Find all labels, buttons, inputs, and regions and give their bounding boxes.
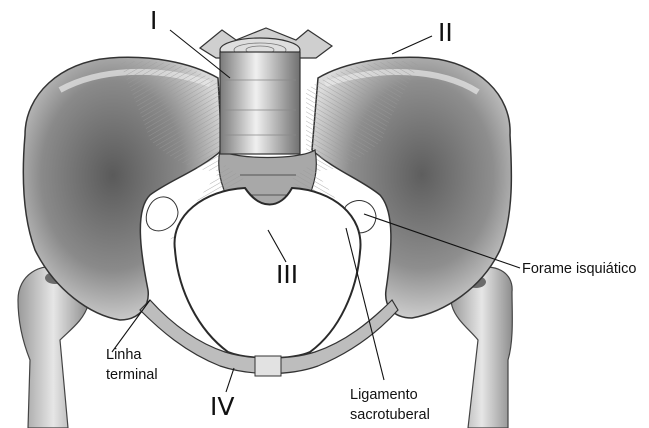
label-ligamento-sacrotuberal: Ligamento sacrotuberal bbox=[350, 386, 430, 425]
pelvic-inlet bbox=[175, 188, 361, 358]
left-sciatic-foramen bbox=[146, 197, 178, 231]
label-roman-ii: II bbox=[438, 20, 453, 45]
leader-line-ligamento bbox=[346, 228, 384, 380]
label-forame-isquiatico: Forame isquiático bbox=[522, 260, 636, 280]
label-roman-iv: IV bbox=[210, 394, 234, 419]
label-roman-i: I bbox=[150, 8, 157, 33]
label-linha-terminal: Linha terminal bbox=[106, 346, 158, 385]
label-linha-terminal-line2: terminal bbox=[106, 366, 158, 386]
label-linha-terminal-line1: Linha bbox=[106, 346, 158, 366]
leader-line-ii bbox=[392, 36, 432, 54]
label-roman-iii: III bbox=[276, 262, 298, 287]
leader-line-iv bbox=[226, 368, 234, 392]
label-ligamento-line1: Ligamento bbox=[350, 386, 430, 406]
label-ligamento-line2: sacrotuberal bbox=[350, 406, 430, 426]
